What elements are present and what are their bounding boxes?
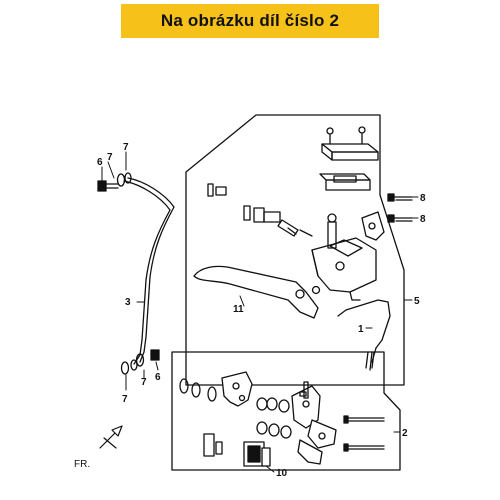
callout-10: 10 <box>276 468 288 479</box>
banner-text: Na obrázku díl číslo 2 <box>160 11 340 30</box>
clamp-bolt-upper <box>387 193 413 202</box>
reservoir-diaphragm <box>319 173 371 191</box>
caliper-body-left <box>221 371 253 407</box>
callout-8-upper: 8 <box>420 193 426 204</box>
caliper-group-outline <box>171 351 401 471</box>
callout-8-lower: 8 <box>420 214 426 225</box>
caliper-body-right <box>291 385 337 465</box>
callout-7-top-left: 7 <box>107 152 113 163</box>
callout-6-top: 6 <box>97 157 103 168</box>
lower-banjo-bolt <box>120 349 160 375</box>
front-direction-arrow <box>99 425 123 449</box>
callout-7-top-right: 7 <box>123 142 129 153</box>
callout-7-bottom-right: 7 <box>141 377 147 388</box>
brake-lever <box>193 265 319 319</box>
callout-3: 3 <box>125 297 131 308</box>
part-number-banner: Na obrázku díl číslo 2 <box>121 4 379 38</box>
callout-2: 2 <box>402 428 408 439</box>
front-direction-label: FR. <box>74 459 90 470</box>
leader-lines <box>101 151 419 473</box>
master-cylinder-body <box>311 213 377 301</box>
callout-5: 5 <box>414 296 420 307</box>
callout-1: 1 <box>358 324 364 335</box>
callout-6-bottom: 6 <box>155 372 161 383</box>
brake-pads <box>243 441 271 467</box>
clamp-bolt-lower <box>387 214 413 223</box>
brake-hose <box>123 177 175 365</box>
handlebar-clamp <box>361 211 385 241</box>
piston-kit <box>207 183 313 237</box>
caliper-bolts <box>343 415 385 452</box>
caliper-pins <box>203 381 309 457</box>
upper-banjo-bolt <box>97 172 132 192</box>
reservoir-cap <box>321 126 379 161</box>
caliper-seals <box>179 378 292 439</box>
brake-switch <box>337 299 391 371</box>
callout-11: 11 <box>233 304 244 315</box>
callout-7-bottom-left: 7 <box>122 394 128 405</box>
